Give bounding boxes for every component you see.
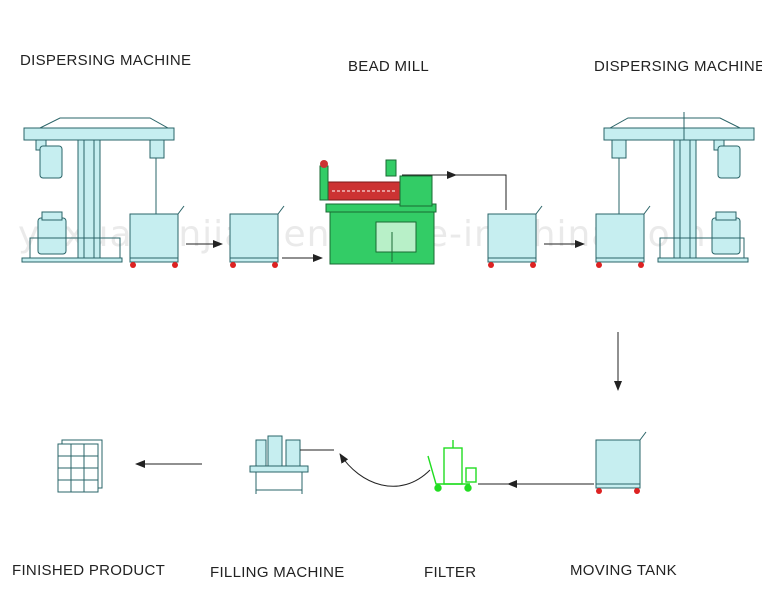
filling-machine [249, 435, 309, 494]
mixing-tank-2 [229, 205, 285, 268]
arrow-outlet-to-tank [456, 174, 507, 210]
arrow-filter-to-filling [339, 453, 431, 487]
bead-mill [319, 159, 437, 265]
label-filter: FILTER [424, 564, 477, 581]
finished-product-crate [57, 439, 103, 493]
flow-arrows [135, 171, 622, 488]
label-moving-tank: MOVING TANK [570, 562, 677, 579]
mixing-tank-1 [129, 205, 185, 268]
moving-tank [595, 431, 647, 494]
label-filling-machine: FILLING MACHINE [210, 564, 345, 581]
dispersing-machine-right [603, 112, 755, 263]
mixing-tank-3 [595, 205, 651, 268]
receiving-tank [487, 205, 543, 268]
label-dispersing-machine-left: DISPERSING MACHINE [20, 52, 192, 69]
filter [427, 440, 477, 492]
label-bead-mill: BEAD MILL [348, 58, 430, 75]
dispersing-machine-left [21, 117, 175, 263]
label-dispersing-machine-right: DISPERSING MACHINE [594, 58, 762, 75]
label-finished-product: FINISHED PRODUCT [12, 562, 166, 579]
